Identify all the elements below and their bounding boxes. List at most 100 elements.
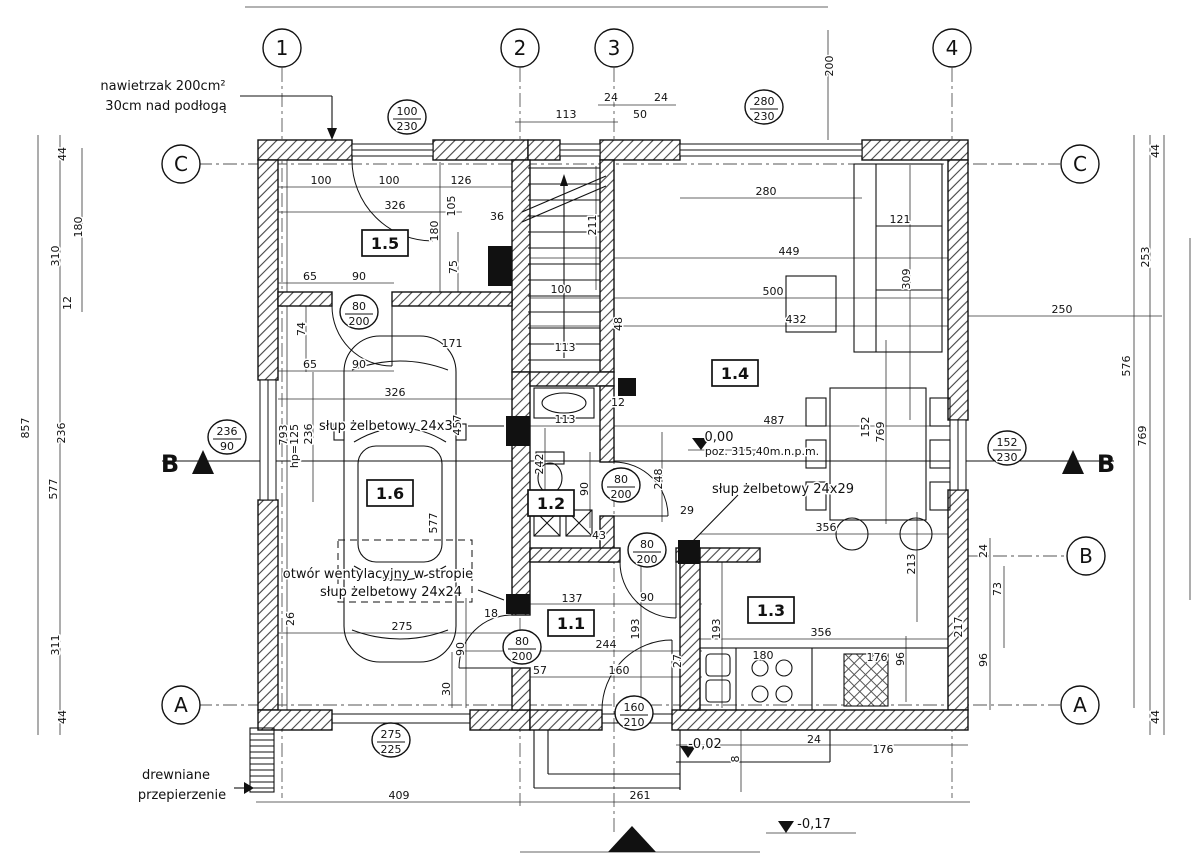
axis-bubble-label: 2 [514, 36, 527, 60]
room-label-box [747, 596, 795, 624]
section-marks: B B [161, 450, 1115, 852]
dimension-label: 280 [756, 185, 777, 198]
dimension-label: 236 [302, 424, 315, 445]
wall-kitchen-stub [699, 547, 761, 563]
dimension-label: hp=125 [288, 424, 301, 468]
size-tag-height: 225 [381, 743, 402, 756]
size-tag-height: 230 [754, 110, 775, 123]
dimension-label: 769 [874, 422, 887, 443]
dimension-label: 90 [454, 642, 467, 656]
wall-room15-b [391, 291, 513, 307]
dimension-label: 12 [61, 296, 74, 310]
dining-set [805, 387, 951, 551]
wall-axis2-upper [511, 159, 531, 373]
dimension-label: 137 [562, 592, 583, 605]
stove-burner-2 [775, 659, 793, 677]
dimension-label: 12 [611, 396, 625, 409]
leader-slup-24x29 [691, 494, 739, 543]
dimension-label: 200 [823, 56, 836, 77]
wall-left-lower [257, 499, 279, 711]
dimension-label: 500 [763, 285, 784, 298]
axis-bubble-4 [932, 28, 972, 68]
dimension-label: 100 [379, 174, 400, 187]
dimension-label: 57 [533, 664, 547, 677]
dimension-label: 8 [729, 756, 742, 763]
dimension-label: 242 [533, 454, 546, 475]
size-tag [387, 99, 427, 135]
size-tag [601, 467, 641, 503]
dimension-label: 113 [555, 413, 576, 426]
bathroom-fixtures [533, 387, 595, 537]
dimension-label: 90 [578, 482, 591, 496]
size-tag [502, 629, 542, 665]
car-roof [357, 445, 443, 563]
wall-top-2 [432, 139, 529, 161]
wall-axis2-lower [511, 667, 531, 711]
size-tag-height: 230 [997, 451, 1018, 464]
sofa-cushion-lines [875, 164, 942, 352]
dimension-label: 311 [49, 635, 62, 656]
leader-slup-24x24 [477, 589, 505, 601]
leader-nawietrzak [240, 95, 333, 134]
size-tag-height: 200 [637, 553, 658, 566]
car [333, 335, 467, 663]
dimension-label: 577 [47, 479, 60, 500]
wall-bath-right-a [599, 385, 615, 463]
note-nawietrzak-line2: 30cm nad podłogą [105, 99, 226, 114]
stair-arrow-head [560, 174, 568, 186]
dimension-label: 432 [786, 313, 807, 326]
dimension-label: 50 [633, 108, 647, 121]
dimension-label: 96 [977, 653, 990, 667]
wall-right-lower [947, 489, 969, 711]
garage-door-opening [332, 713, 470, 724]
columns [488, 246, 700, 614]
appliance-cross-lines [533, 509, 593, 537]
dimension-label: 180 [428, 221, 441, 242]
dimension-label: 309 [900, 269, 913, 290]
axis-bubble-A [161, 685, 201, 725]
room-label-box [361, 229, 409, 257]
room-label-box [366, 479, 414, 507]
wall-bottom-4 [671, 709, 969, 731]
leader-nawietrzak-arrowhead [327, 128, 337, 140]
dimension-label: 176 [873, 743, 894, 756]
level-entry-label: -0,02 [688, 737, 722, 752]
column-24x36 [506, 416, 530, 446]
note-slup-24x36: słup żelbetowy 24x36 [319, 419, 461, 434]
size-tag-width: 152 [997, 436, 1018, 449]
window-room15-arc [351, 159, 434, 242]
level-terrace-label: -0,17 [797, 817, 831, 832]
dimension-label: 449 [779, 245, 800, 258]
dimension-label: 90 [352, 270, 366, 283]
chair-6 [929, 481, 951, 511]
leader-lines [234, 95, 739, 794]
dimension-label: 769 [1136, 426, 1149, 447]
level-zero-elevation: poz. 315,40m.n.p.m. [705, 445, 819, 458]
dimension-label: 310 [49, 246, 62, 267]
dimension-label: 18 [484, 607, 498, 620]
note-otwor-wentylacyjny: otwór wentylacyjny w stropie [283, 567, 473, 582]
dimension-label: 193 [629, 619, 642, 640]
dimension-label: 90 [352, 358, 366, 371]
wall-left-upper [257, 159, 279, 381]
dimension-label: 43 [592, 529, 606, 542]
level-mark-entry [680, 746, 696, 758]
level-zero-label: 0,00 [705, 430, 734, 445]
wall-kitchen-west [679, 561, 701, 711]
dimension-label: 73 [991, 582, 1004, 596]
level-marks [680, 438, 794, 833]
section-letter-left: B [161, 450, 179, 478]
dimension-label: 24 [807, 733, 821, 746]
dryer [565, 509, 593, 537]
axis-bubble-3 [594, 28, 634, 68]
room-label-box [547, 609, 595, 637]
room-label: 1.2 [537, 494, 565, 513]
leader-drewniane-arrowhead [244, 782, 254, 794]
wall-top-4 [599, 139, 681, 161]
car-body [343, 335, 457, 663]
wooden-partition-outline [249, 727, 275, 793]
size-tag-width: 236 [217, 425, 238, 438]
dimension-label: 29 [680, 504, 694, 517]
dimension-label: 36 [490, 210, 504, 223]
flue-block [488, 246, 512, 286]
